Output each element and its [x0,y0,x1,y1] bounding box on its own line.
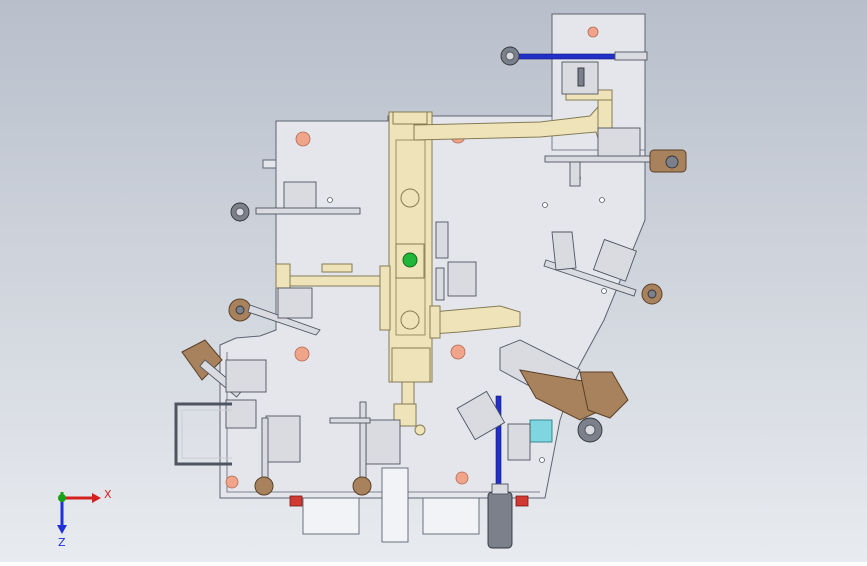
fixture-handle-inner [181,409,232,459]
left-middle-knob [235,305,245,315]
left-upper-bracket [283,181,317,213]
triad-origin [58,494,66,502]
top-blue-arm [514,53,628,60]
lower-left-bracket [265,415,301,463]
right-clamp-post [569,161,581,187]
cyan-sensor [529,419,553,443]
lower-cylinder-cap [491,483,509,495]
left-upper-knob-inner [235,207,245,217]
right-middle-bracket [592,238,637,282]
lower-cylinder [487,491,513,549]
beam-side-post [435,267,445,301]
right-lower-clamp-knob-inner [584,424,596,436]
top-clamp-knob-inner [505,51,515,61]
x-axis-arrowhead [92,493,101,503]
lower-right-plate [507,423,531,461]
left-lower-bracket [225,359,267,393]
lower-mid-clamp [352,476,372,496]
right-clamp-rail [544,155,656,163]
bottom-red-stop [289,495,303,507]
locating-hole [587,26,599,38]
fixture-handle[interactable] [174,402,232,466]
right-middle-knob [647,289,657,299]
right-clamp-body [597,127,641,157]
left-middle-link [247,304,321,336]
top-arm-rod [614,51,648,61]
left-arm-foot [275,263,291,289]
left-middle-bracket [277,287,313,319]
top-clamp-slot [577,67,585,87]
beam-top-cap [392,111,428,125]
lower-mid-rod [359,401,367,483]
locating-hole [294,346,310,362]
left-tab [262,159,277,169]
right-clamp-knob [665,155,679,169]
beam-bushing [400,188,420,208]
z-axis-arrowhead [57,525,67,534]
bottom-front-block [381,467,409,543]
beam-side-post [435,221,449,259]
locating-hole [450,344,466,360]
left-support-arm [277,275,391,287]
left-arm-clamp [321,263,353,273]
green-locator-pin [402,252,418,268]
beam-lower-foot [391,347,431,383]
bottom-front-block [302,497,360,535]
x-axis-label: X [104,488,112,501]
coordinate-triad-icon: X Z [57,488,112,549]
left-arm-connector [379,265,391,331]
locating-hole [225,475,239,489]
central-beam-web [395,139,426,336]
right-lower-clamp-head [579,371,629,419]
lower-left-clamp [254,476,274,496]
right-lower-clamp-assembly [499,339,629,443]
z-axis-label: Z [58,536,66,549]
beam-lower-knob [414,424,426,436]
right-arm-block [429,305,441,339]
right-middle-arm [551,231,577,271]
plate-inner-edge [226,352,540,493]
beam-side-bracket [447,261,477,297]
lower-mid-rail [329,417,371,424]
locating-hole [455,471,469,485]
lower-mid-bracket [365,419,401,465]
lower-right-bracket [456,390,506,441]
lower-left-rod [261,417,269,485]
bottom-front-block [422,497,480,535]
locating-hole [295,131,311,147]
beam-bushing [400,310,420,330]
bottom-red-stop [515,495,529,507]
left-upper-rail [255,207,361,215]
